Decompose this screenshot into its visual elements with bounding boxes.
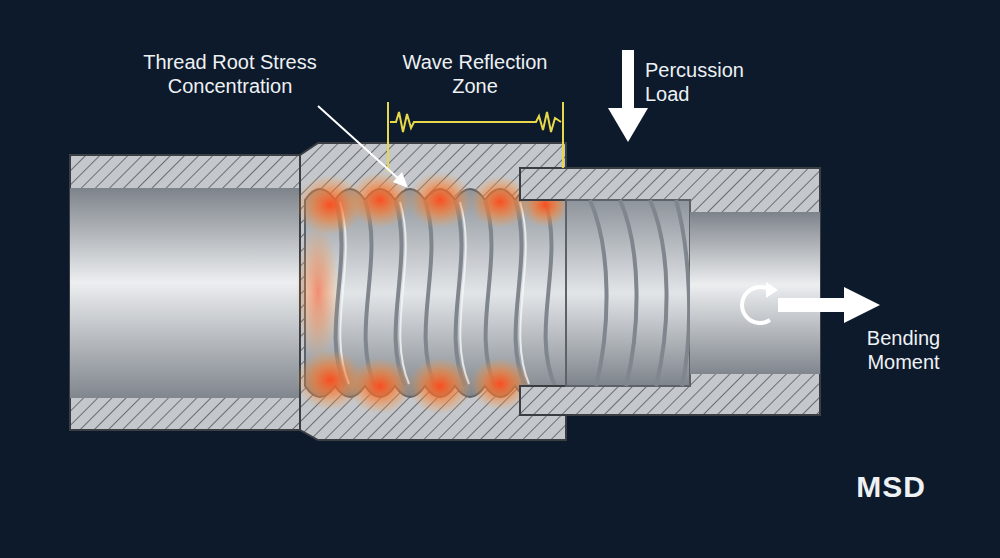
callout-label: Thread Root Stress Concentration xyxy=(120,50,340,98)
moment-label: Bending Moment xyxy=(846,326,961,374)
load-label: Percussion Load xyxy=(645,58,775,106)
left-bore xyxy=(70,188,315,398)
leader-arrow xyxy=(318,106,408,188)
zone-label: Wave Reflection Zone xyxy=(385,50,565,98)
male-pin-wall xyxy=(520,168,820,415)
thread-crests xyxy=(335,200,555,386)
male-bore xyxy=(690,212,820,374)
watermark: MSD xyxy=(826,470,956,504)
left-pipe-wall xyxy=(70,155,315,430)
wave-bracket xyxy=(388,102,563,172)
stress-glow xyxy=(296,172,569,414)
male-threads xyxy=(566,200,690,386)
percussion-arrow xyxy=(608,50,648,142)
bending-arrow xyxy=(742,282,880,323)
